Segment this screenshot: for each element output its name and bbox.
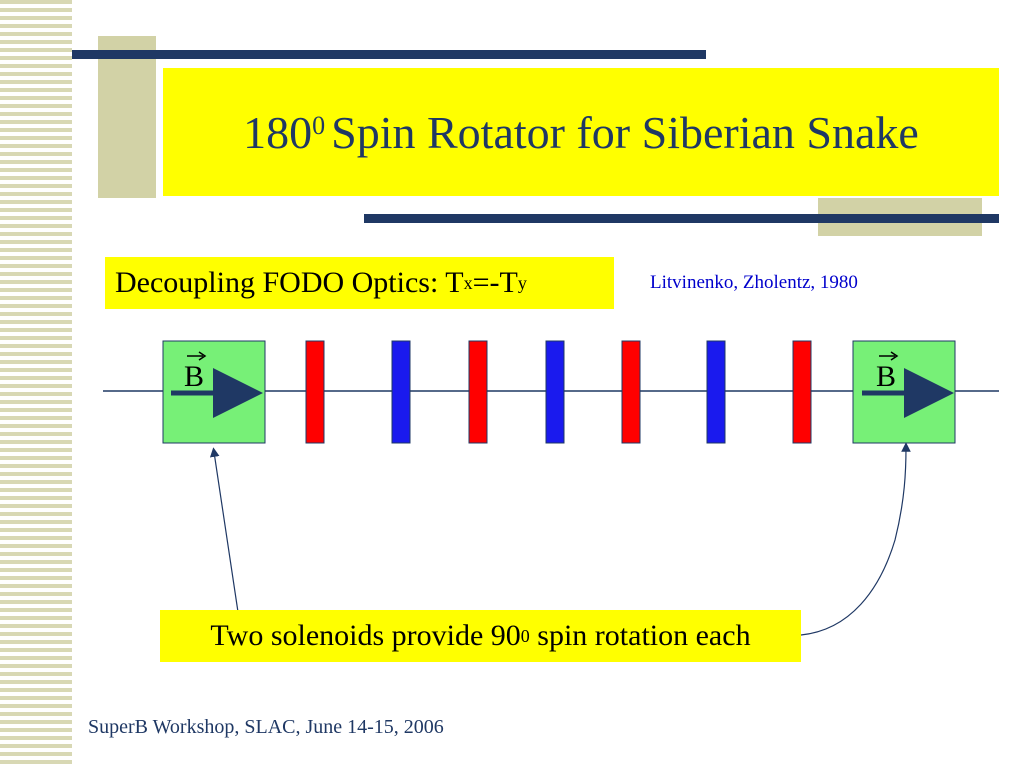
title-number: 180 (243, 106, 313, 158)
subtitle-sub-y: y (517, 272, 527, 293)
subtitle-prefix: Decoupling FODO Optics: T (115, 266, 464, 299)
field-label-left: B (184, 360, 204, 393)
left-stripe-decoration (0, 0, 72, 768)
title-text: Spin Rotator for Siberian Snake (331, 106, 919, 158)
navy-line-top (72, 50, 706, 59)
caption-suffix: spin rotation each (529, 619, 751, 652)
quadrupole-defocusing-2 (545, 340, 565, 444)
quadrupole-focusing-3 (621, 340, 641, 444)
quadrupole-focusing-1 (305, 340, 325, 444)
field-label-right: B (876, 360, 896, 393)
quadrupole-focusing-2 (468, 340, 488, 444)
quadrupole-defocusing-1 (391, 340, 411, 444)
vector-accent-head-left (198, 351, 207, 361)
vector-accent-head-right (890, 351, 899, 361)
reference-citation: Litvinenko, Zholentz, 1980 (650, 272, 858, 293)
quadrupole-defocusing-3 (706, 340, 726, 444)
caption-superscript: 0 (520, 625, 530, 646)
pointer-arrow-right (800, 442, 911, 636)
caption-prefix: Two solenoids provide 90 (210, 619, 521, 652)
quadrupole-focusing-4 (792, 340, 812, 444)
pointer-arrow-left (209, 447, 239, 613)
subtitle-mid: =-T (472, 266, 518, 299)
title-superscript: 0 (312, 111, 326, 140)
footer-text: SuperB Workshop, SLAC, June 14-15, 2006 (88, 716, 444, 738)
khaki-block-top (98, 36, 156, 198)
navy-line-bottom (364, 214, 999, 223)
subtitle-sub-x: x (463, 272, 473, 293)
